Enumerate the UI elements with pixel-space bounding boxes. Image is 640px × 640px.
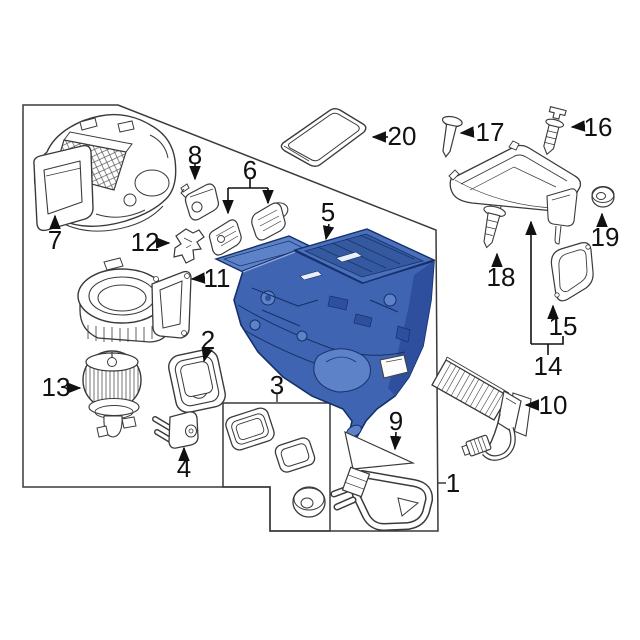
fan-cage-lines: [85, 363, 139, 409]
part-6-actuator-right: [251, 202, 289, 241]
arrow-9: [390, 431, 402, 451]
part-label-1: 1: [446, 468, 460, 498]
bracket-14-15: [531, 336, 564, 355]
part-3-seal-b: [274, 437, 316, 473]
part-14-duct-panel: [448, 140, 582, 245]
part-label-2: 2: [201, 325, 215, 355]
part-label-8: 8: [188, 140, 202, 170]
arrow-5: [322, 223, 335, 241]
part-label-18: 18: [487, 262, 516, 292]
part-7-air-inlet-housing: [33, 113, 177, 232]
part-label-4: 4: [177, 453, 191, 483]
core-connector-plug: [461, 434, 492, 457]
tube-fitting: [330, 466, 371, 511]
part-8-actuator: [180, 183, 220, 221]
part-label-10: 10: [539, 390, 568, 420]
part-3-seal-a: [225, 407, 275, 451]
part-label-14: 14: [534, 351, 563, 381]
part-label-16: 16: [584, 112, 613, 142]
part-4-expansion-valve: [152, 411, 199, 449]
inlet-scoop: [33, 144, 94, 232]
part-20-filter-lid: [280, 108, 367, 167]
part-label-13: 13: [42, 372, 71, 402]
part-label-19: 19: [591, 222, 620, 252]
arrow-16: [570, 120, 586, 132]
part-16-tree-clip: [543, 106, 567, 156]
arrow-11: [190, 272, 206, 284]
part-labels: 1 2 3 4 5 6 7 8 9 10 11 12 13 14 15 16 1…: [42, 112, 620, 498]
duct-bracket: [546, 188, 578, 227]
part-19-grommet: [591, 186, 615, 208]
part-15-gasket: [550, 242, 594, 302]
part-9-tube-assembly: [330, 430, 434, 531]
arrow-2: [201, 347, 213, 363]
bracket-6: [228, 179, 268, 189]
part-label-9: 9: [389, 406, 403, 436]
part-5-hvac-case: [214, 228, 436, 438]
case-white-bracket: [379, 354, 409, 379]
part-label-6: 6: [243, 155, 257, 185]
case-duct: [313, 348, 371, 393]
part-label-3: 3: [270, 370, 284, 400]
callout-arrows: [49, 120, 608, 461]
part-13-blower-motor: [82, 350, 142, 438]
part-12-bracket: [173, 228, 205, 264]
part-10-heater-core: [431, 356, 532, 461]
part-label-5: 5: [321, 197, 335, 227]
arrow-17: [459, 126, 475, 138]
part-17-push-pin: [441, 115, 463, 158]
part-label-20: 20: [388, 121, 417, 151]
part-3-grommet: [292, 486, 326, 518]
housing-ribs: [87, 324, 161, 342]
part-2-seal: [168, 348, 226, 414]
mount-plate: [151, 270, 192, 339]
part-label-17: 17: [476, 117, 505, 147]
part-6-actuator-left: [208, 219, 242, 256]
part-label-12: 12: [131, 227, 160, 257]
part-11-blower-housing: [77, 257, 192, 343]
part-1-assembly-box: [22, 104, 446, 532]
part-label-11: 11: [204, 263, 231, 293]
part-label-7: 7: [48, 225, 62, 255]
callout-brackets: [228, 179, 564, 355]
part-label-15: 15: [549, 311, 578, 341]
